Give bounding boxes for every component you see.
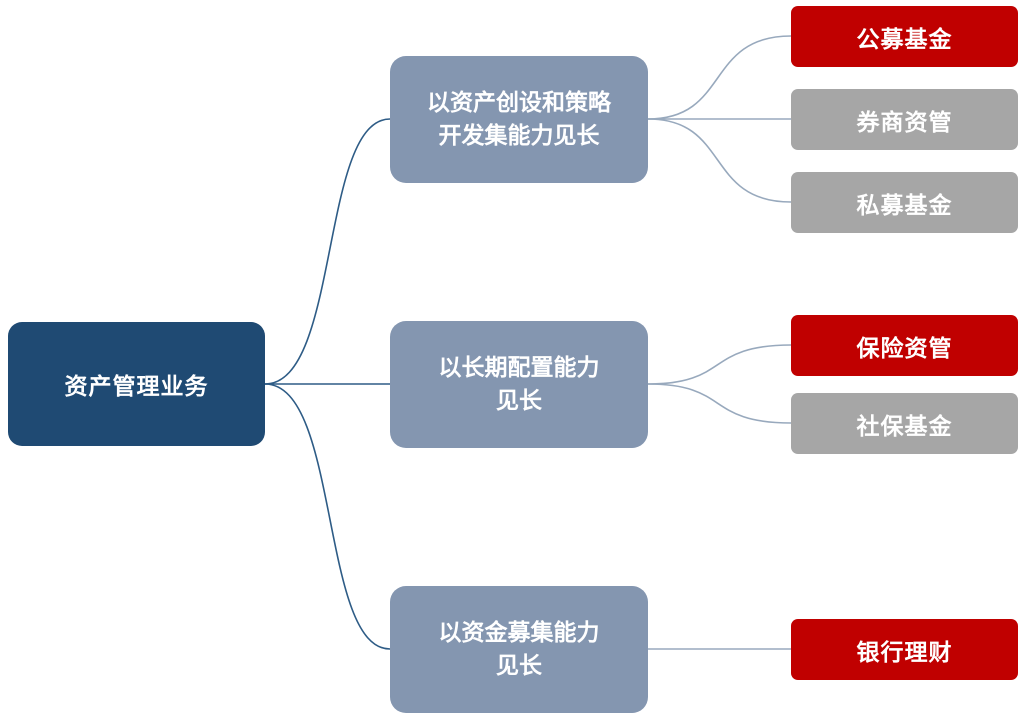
connector-branch-1-leaf-1	[647, 35, 792, 120]
branch-node-asset-creation: 以资产创设和策略 开发集能力见长	[390, 56, 648, 183]
leaf-public-funds: 公募基金	[791, 6, 1018, 67]
leaf-social-security-fund: 社保基金	[791, 393, 1018, 454]
connector-root-branch-1	[264, 118, 391, 385]
branch-node-fundraising: 以资金募集能力 见长	[390, 586, 648, 713]
connector-branch-1-leaf-3	[647, 118, 792, 203]
branch-node-long-term-allocation: 以长期配置能力 见长	[390, 321, 648, 448]
connector-branch-2-leaf-1	[647, 344, 792, 385]
leaf-insurance-asset-management: 保险资管	[791, 315, 1018, 376]
root-node: 资产管理业务	[8, 322, 265, 446]
leaf-broker-asset-management: 券商资管	[791, 89, 1018, 150]
connector-root-branch-3	[264, 383, 391, 650]
connector-branch-2-leaf-2	[647, 383, 792, 424]
leaf-private-funds: 私募基金	[791, 172, 1018, 233]
leaf-bank-wealth-management: 银行理财	[791, 619, 1018, 680]
